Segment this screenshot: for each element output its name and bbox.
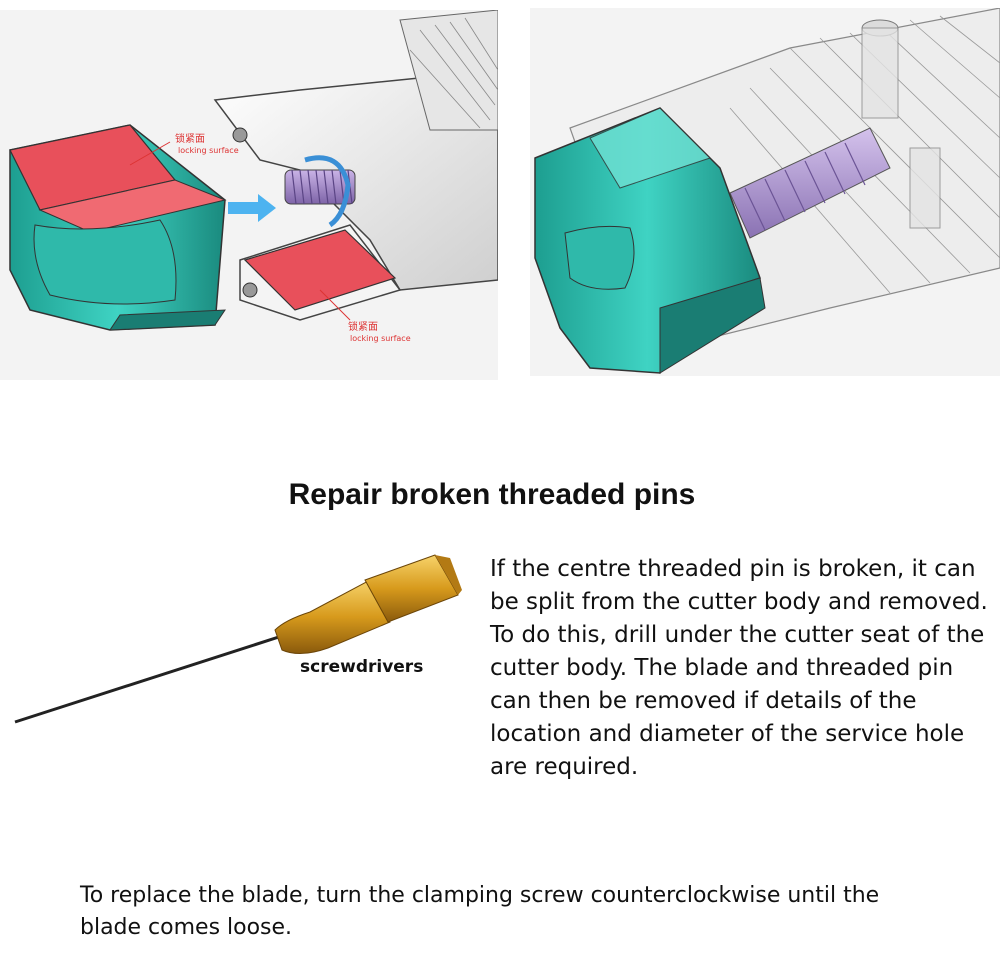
assembled-view-figure <box>530 8 1000 376</box>
threaded-pin <box>284 155 356 228</box>
section-title: Repair broken threaded pins <box>288 478 696 511</box>
label-top-en: locking surface <box>178 146 239 155</box>
screwdriver-label: screwdrivers <box>300 657 424 677</box>
screwdriver-handle <box>274 554 462 654</box>
cutter-body <box>213 10 498 321</box>
label-bottom-en: locking surface <box>350 334 411 343</box>
screwdriver-shaft <box>14 633 286 724</box>
label-top-cn: 锁紧面 <box>175 132 205 145</box>
assembled-blade-insert <box>534 107 766 374</box>
label-bottom-cn: 锁紧面 <box>348 320 378 333</box>
exploded-view-figure: 锁紧面 locking surface 锁紧面 locking surface <box>0 10 498 380</box>
assembled-threaded-pin <box>729 127 891 239</box>
insert-arrow <box>228 194 276 222</box>
blade-insert <box>9 124 227 331</box>
screwdriver-image <box>10 550 465 730</box>
repair-paragraph: If the centre threaded pin is broken, it… <box>490 556 988 780</box>
replace-paragraph: To replace the blade, turn the clamping … <box>80 883 880 940</box>
